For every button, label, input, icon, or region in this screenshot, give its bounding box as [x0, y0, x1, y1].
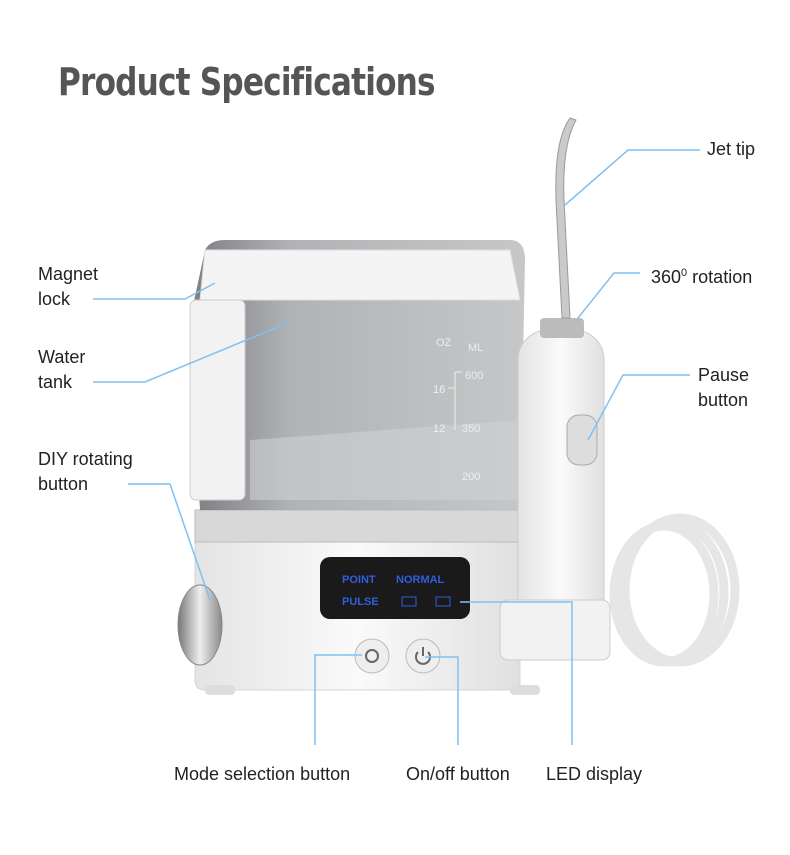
scale-200: 200: [462, 471, 480, 483]
pause-line2: button: [698, 390, 749, 410]
label-magnet: Magnet lock: [38, 262, 98, 312]
led-point: POINT: [342, 574, 376, 586]
page-title: Product Specifications: [58, 60, 436, 104]
led-display: POINT NORMAL PULSE: [320, 557, 470, 619]
leader-pause: [587, 374, 690, 441]
jet-tip: [555, 117, 577, 319]
led-normal: NORMAL: [396, 574, 445, 586]
water-line1: Water: [38, 347, 86, 367]
power-button[interactable]: [405, 638, 441, 674]
scale-12: 12: [433, 423, 445, 435]
leader-jet-tip: [564, 149, 700, 206]
tank-scale: OZ ML 16 600 12 350 200: [433, 337, 483, 483]
magnet-line2: lock: [38, 289, 71, 309]
leader-led: [460, 601, 573, 745]
label-water-tank: Water tank: [38, 345, 85, 395]
diy-rotating-knob[interactable]: [177, 584, 223, 666]
handle: [499, 117, 611, 661]
label-rotation: 3600 rotation: [651, 261, 752, 290]
scale-600: 600: [465, 370, 483, 382]
led-pulse: PULSE: [342, 596, 379, 608]
water-tank: OZ ML 16 600 12 350 200: [189, 240, 525, 510]
label-mode: Mode selection button: [174, 764, 351, 784]
label-jet-tip: Jet tip: [707, 139, 756, 159]
mode-button[interactable]: [354, 638, 390, 674]
leader-mode: [314, 654, 362, 745]
leader-water-tank: [93, 321, 291, 383]
label-pause: Pause button: [698, 363, 749, 413]
leader-rotation: [577, 272, 640, 319]
label-diy: DIY rotating button: [38, 447, 133, 497]
leader-onoff: [425, 656, 459, 745]
label-led: LED display: [546, 764, 643, 784]
scale-ml: ML: [468, 342, 483, 354]
hose: [609, 513, 740, 667]
leader-lines: [93, 149, 700, 745]
scale-oz: OZ: [436, 337, 452, 349]
battery-icon: [435, 596, 451, 607]
scale-16: 16: [433, 384, 445, 396]
battery-icon: [401, 596, 417, 607]
pause-line1: Pause: [698, 365, 750, 385]
rotation-text: rotation: [687, 267, 753, 287]
magnet-line1: Magnet: [38, 264, 99, 284]
leader-diy: [128, 483, 211, 601]
rotation-degree: 0: [681, 267, 688, 279]
scale-350: 350: [462, 423, 480, 435]
water-line2: tank: [38, 372, 73, 392]
rotation-number: 360: [651, 267, 682, 287]
pause-button[interactable]: [566, 414, 598, 466]
diy-line2: button: [38, 474, 89, 494]
diy-line1: DIY rotating: [38, 449, 133, 469]
label-onoff: On/off button: [406, 764, 510, 784]
leader-magnet: [93, 282, 216, 300]
